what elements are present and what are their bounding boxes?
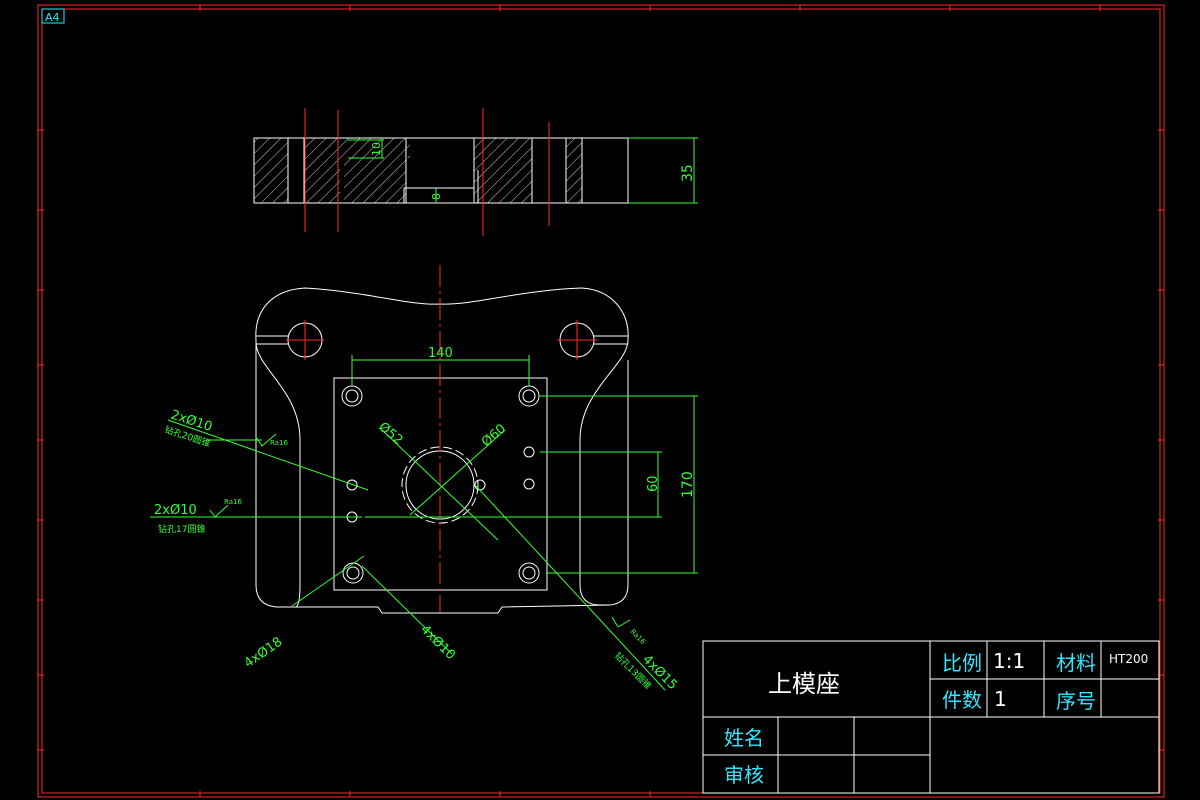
sheet-frame: A4: [37, 4, 1165, 798]
plan-dimensions: [150, 355, 698, 691]
qty-label: 件数: [942, 688, 982, 712]
inner-border: [41, 8, 1161, 794]
plan-view: 140 170 60 Ø52 Ø60 2xØ10 钻孔20圆锥 Ra16 2xØ…: [150, 265, 698, 693]
hatch-block-2: [304, 138, 340, 203]
side-outline: [253, 137, 629, 204]
qty-value: 1: [994, 687, 1007, 711]
dim-140: 140: [428, 346, 453, 361]
scale-value: 1:1: [993, 649, 1025, 673]
dim-170: 170: [680, 471, 696, 498]
dim-60: 60: [646, 475, 661, 492]
review-label: 审核: [724, 763, 764, 787]
title-block: 上模座 比例 1:1 材料 HT200 件数 1 序号 姓名 审核: [702, 640, 1160, 794]
dim-height-35: 35: [680, 164, 696, 182]
name-label: 姓名: [724, 726, 764, 750]
scale-label: 比例: [942, 651, 982, 675]
hatch-block-3: [340, 138, 410, 158]
callout-2-sub: 钻孔17圆锥: [158, 523, 205, 535]
side-inner-lines: [287, 138, 583, 203]
hatch-block-5: [474, 138, 532, 203]
dim-diameter-52: Ø52: [375, 420, 405, 449]
part-name: 上模座: [768, 670, 840, 698]
dim-slot-10: 10: [370, 142, 383, 156]
material-value: HT200: [1109, 652, 1148, 666]
roughness-2: Ra16: [224, 498, 242, 506]
frame-tick-marks: [38, 5, 1164, 797]
callout-4-main: 4xØ10: [417, 622, 458, 663]
callout-2-main: 2xØ10: [154, 503, 197, 518]
hatch-block-6: [566, 138, 582, 203]
plate-bottom-edge: [276, 604, 611, 614]
material-label: 材料: [1056, 651, 1096, 675]
sheet-size-tag: A4: [45, 11, 60, 24]
hatch-block-1: [254, 138, 288, 203]
dim-depth-8: 8: [430, 193, 443, 200]
outer-border: [37, 4, 1165, 798]
side-section-view: 35 10 8: [253, 108, 698, 236]
plate-outline: [255, 287, 629, 608]
corner-holes: [341, 385, 540, 584]
plan-centerlines: [286, 265, 597, 612]
dim-diameter-60: Ø60: [479, 421, 509, 450]
seq-label: 序号: [1056, 689, 1096, 713]
hatch-block-4: [344, 158, 406, 203]
side-dimensions: [348, 137, 698, 204]
callout-3-main: 4xØ18: [242, 634, 286, 671]
roughness-3: Ra16: [629, 628, 648, 647]
roughness-1: Ra16: [270, 439, 288, 447]
side-centerlines: [304, 108, 550, 236]
sheet-size-box: [41, 8, 65, 24]
